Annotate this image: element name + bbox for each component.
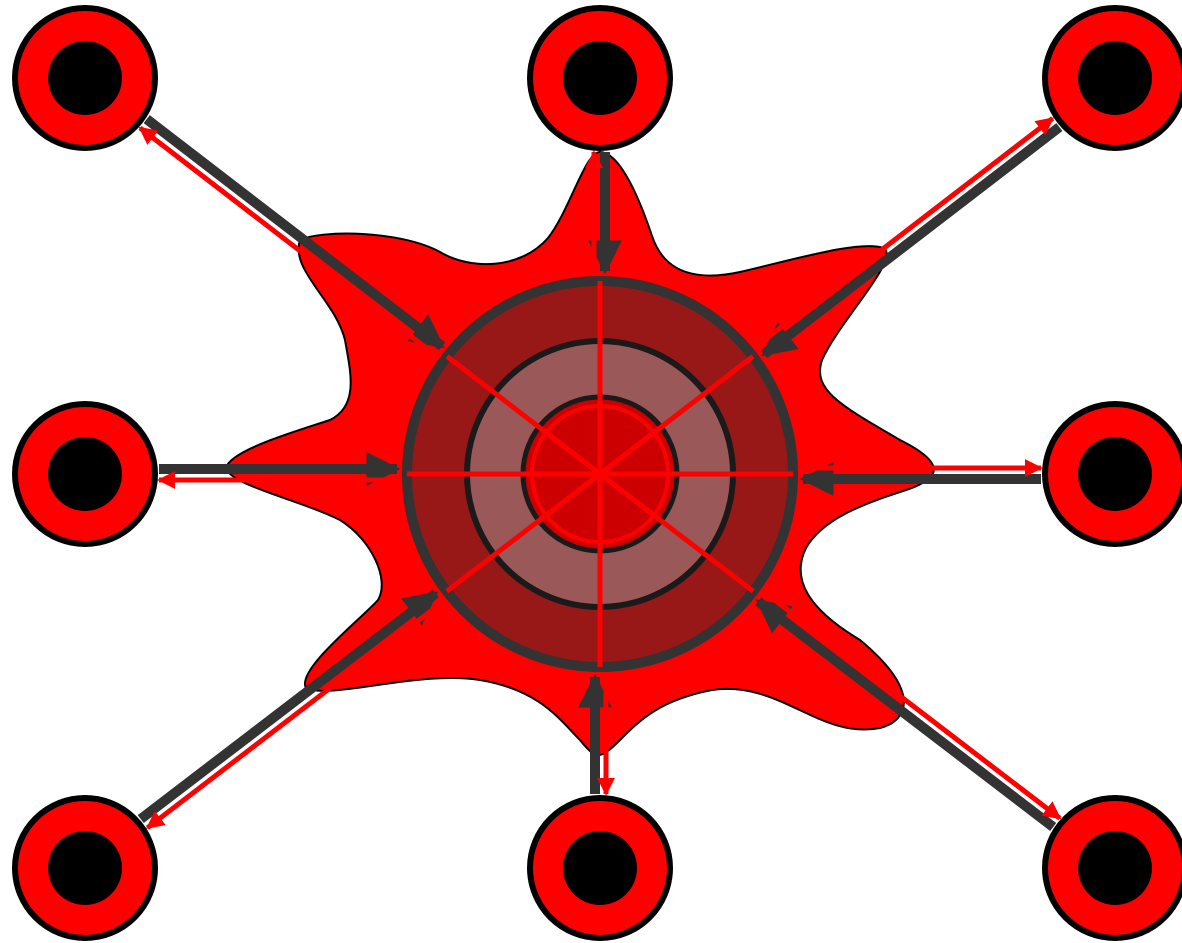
outbound-arrow-top-right [753,118,1052,348]
node-inner-circle [48,41,122,115]
node-bottom-left [15,798,155,938]
outbound-arrow-bottom-left [147,599,446,828]
node-inner-circle [563,831,637,905]
node-left [15,404,155,544]
node-top [530,8,670,148]
node-inner-circle [1078,831,1152,905]
node-inner-circle [1078,437,1152,511]
node-bottom [530,798,670,938]
node-inner-circle [48,437,122,511]
inbound-arrow-bottom-right [758,601,1053,827]
node-bottom-right [1045,798,1182,938]
node-top-left [15,8,155,148]
inbound-arrow-bottom-left [141,593,436,819]
inbound-arrow-top-left [147,119,442,346]
node-inner-circle [48,831,122,905]
node-right [1045,404,1182,544]
node-inner-circle [1078,41,1152,115]
node-inner-circle [563,41,637,115]
node-top-right [1045,8,1182,148]
inbound-arrow-top-right [764,127,1059,354]
